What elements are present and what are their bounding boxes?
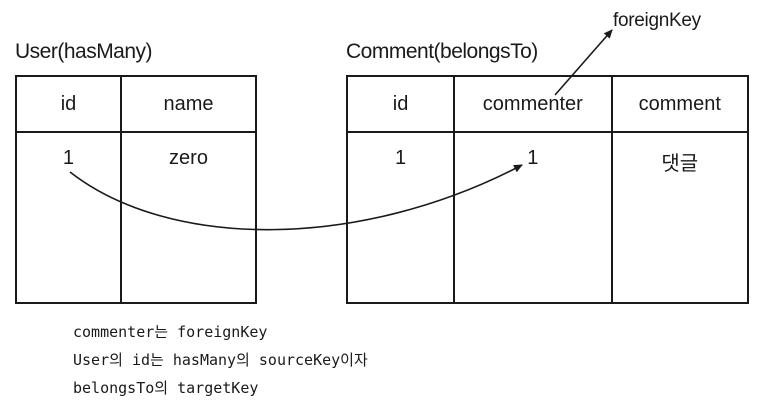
- comment-table-title: Comment(belongsTo): [346, 40, 538, 63]
- note-line-1: commenter는 foreignKey: [73, 323, 268, 341]
- comment-header-id: id: [347, 76, 455, 133]
- comment-cell-comment: 댓글: [610, 132, 748, 303]
- foreign-key-arrow: [554, 29, 613, 96]
- comment-header-commenter: commenter: [453, 76, 612, 133]
- user-cell-id: 1: [62, 147, 75, 169]
- source-target-arrow: [69, 164, 523, 231]
- user-header-id: id: [16, 76, 121, 133]
- user-table: id name 1 zero: [15, 75, 257, 304]
- user-cell-name: zero: [119, 132, 256, 303]
- comment-cell-id: 1: [394, 147, 407, 169]
- foreign-key-label: foreignKey: [613, 10, 701, 31]
- note-line-2: User의 id는 hasMany의 sourceKey이자: [73, 351, 368, 369]
- notes: commenter는 foreignKey User의 id는 hasMany의…: [73, 318, 368, 402]
- user-header-name: name: [119, 76, 256, 133]
- comment-cell-commenter: 1: [453, 132, 612, 303]
- comment-table: id commenter comment 1 1 댓글: [346, 75, 749, 304]
- note-line-3: belongsTo의 targetKey: [73, 379, 259, 397]
- comment-header-comment: comment: [610, 76, 748, 133]
- user-table-title: User(hasMany): [15, 40, 153, 63]
